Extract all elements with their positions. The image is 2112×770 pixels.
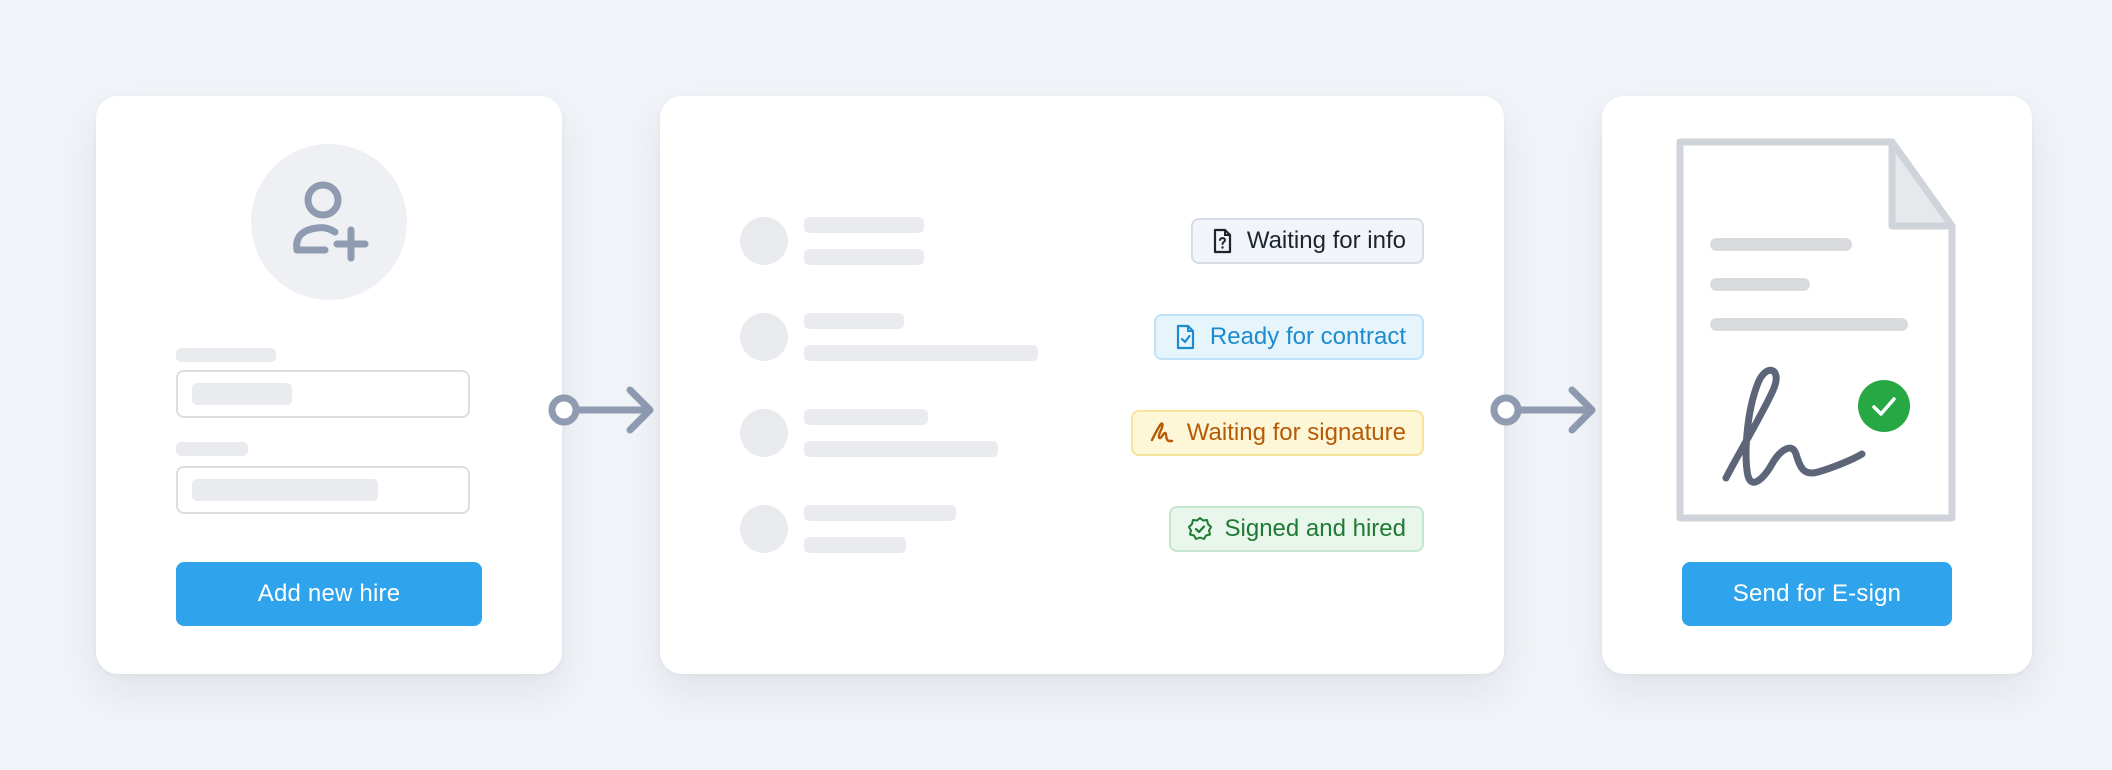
name-field[interactable] bbox=[176, 370, 470, 418]
status-label: Signed and hired bbox=[1224, 515, 1406, 542]
field-value-placeholder bbox=[192, 383, 292, 405]
status-list-card: Waiting for info Ready for contract Wait… bbox=[660, 96, 1504, 674]
user-plus-icon bbox=[293, 181, 369, 262]
detail-placeholder bbox=[804, 537, 906, 553]
avatar bbox=[740, 409, 788, 457]
field-value-placeholder bbox=[192, 479, 378, 501]
detail-placeholder bbox=[804, 441, 998, 457]
avatar bbox=[740, 313, 788, 361]
field-label-placeholder bbox=[176, 442, 248, 456]
name-placeholder bbox=[804, 217, 924, 233]
arrow-right-icon bbox=[1490, 386, 1596, 434]
badge-check-icon bbox=[1187, 516, 1213, 542]
email-field[interactable] bbox=[176, 466, 470, 514]
signed-document-icon bbox=[1676, 138, 1956, 522]
file-question-icon bbox=[1209, 228, 1235, 254]
esign-card: Send for E-sign bbox=[1602, 96, 2032, 674]
name-placeholder bbox=[804, 313, 904, 329]
avatar bbox=[251, 144, 407, 300]
file-check-icon bbox=[1172, 324, 1198, 350]
signature-icon bbox=[1149, 420, 1175, 446]
name-placeholder bbox=[804, 409, 928, 425]
add-hire-card: Add new hire bbox=[96, 96, 562, 674]
status-badge: Waiting for signature bbox=[1130, 410, 1424, 456]
arrow-right-icon bbox=[548, 386, 654, 434]
detail-placeholder bbox=[804, 249, 924, 265]
status-badge: Signed and hired bbox=[1168, 506, 1424, 552]
field-label-placeholder bbox=[176, 348, 276, 362]
avatar bbox=[740, 505, 788, 553]
add-new-hire-button[interactable]: Add new hire bbox=[176, 562, 482, 626]
status-badge: Ready for contract bbox=[1153, 314, 1424, 360]
status-label: Waiting for signature bbox=[1186, 419, 1406, 446]
status-label: Ready for contract bbox=[1209, 323, 1406, 350]
status-badge: Waiting for info bbox=[1190, 218, 1424, 264]
detail-placeholder bbox=[804, 345, 1038, 361]
send-for-esign-button[interactable]: Send for E-sign bbox=[1682, 562, 1952, 626]
check-circle-icon bbox=[1858, 380, 1910, 432]
status-label: Waiting for info bbox=[1246, 227, 1406, 254]
avatar bbox=[740, 217, 788, 265]
name-placeholder bbox=[804, 505, 956, 521]
